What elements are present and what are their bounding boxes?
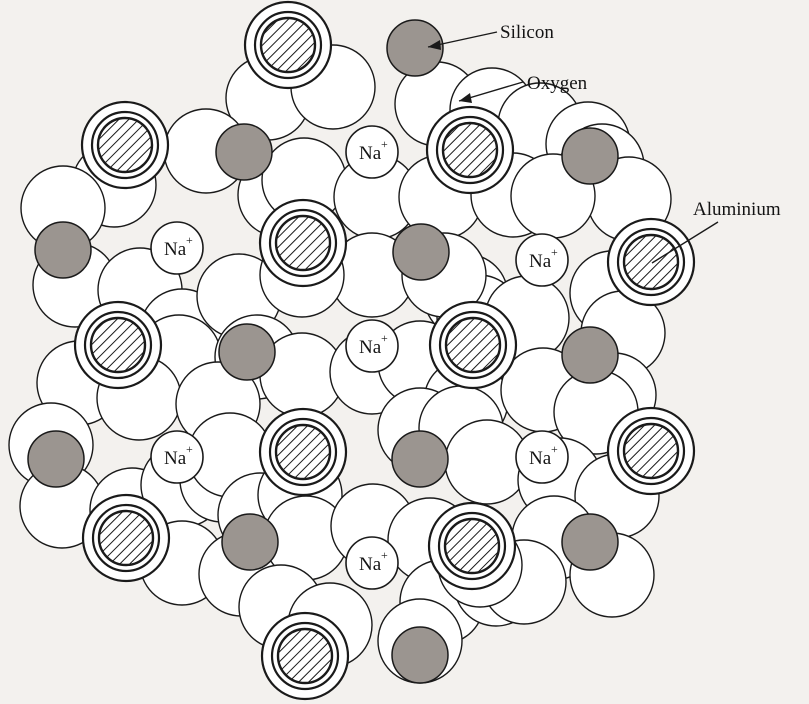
shaded-oxygen-layer bbox=[27, 19, 619, 684]
sodium-ion-charge: + bbox=[551, 245, 558, 259]
sodium-ion-circle bbox=[150, 221, 204, 275]
oxygen-pointer-arrowhead bbox=[459, 93, 472, 103]
hatched-atom-core bbox=[96, 116, 154, 174]
sodium-ion-charge: + bbox=[551, 442, 558, 456]
shaded-oxygen-atom bbox=[392, 223, 450, 281]
sodium-ion-label: Na bbox=[529, 448, 552, 469]
sodium-ion: Na+ bbox=[150, 221, 204, 275]
hatched-atom-core bbox=[444, 316, 502, 374]
shaded-oxygen-atom bbox=[391, 626, 449, 684]
sodium-ion-charge: + bbox=[186, 442, 193, 456]
sodium-ion-label: Na bbox=[164, 448, 187, 469]
silicon-label: Silicon bbox=[500, 22, 554, 43]
hatched-atom-core bbox=[274, 423, 332, 481]
hatched-atom-core bbox=[443, 517, 501, 575]
hatched-atom-core bbox=[622, 233, 680, 291]
sodium-ion-circle bbox=[345, 125, 399, 179]
hatched-atom-core bbox=[276, 627, 334, 685]
shaded-oxygen-atom bbox=[386, 19, 444, 77]
sodium-ion-circle bbox=[345, 319, 399, 373]
sodium-ion-circle bbox=[515, 233, 569, 287]
sodium-ion-label: Na bbox=[359, 554, 382, 575]
shaded-oxygen-atom bbox=[27, 430, 85, 488]
hatched-atom-core bbox=[89, 316, 147, 374]
hatched-atom-core bbox=[274, 214, 332, 272]
sodium-ion-charge: + bbox=[186, 233, 193, 247]
sodium-ion-circle bbox=[150, 430, 204, 484]
silicon-pointer-arrowhead bbox=[428, 40, 441, 50]
sodium-ion-circle bbox=[515, 430, 569, 484]
sodium-ion-charge: + bbox=[381, 331, 388, 345]
shaded-oxygen-atom bbox=[34, 221, 92, 279]
sodium-ion: Na+ bbox=[345, 319, 399, 373]
hatched-atom-core bbox=[97, 509, 155, 567]
aluminium-label: Aluminium bbox=[693, 199, 781, 220]
shaded-oxygen-atom bbox=[561, 513, 619, 571]
sodium-ion-label: Na bbox=[359, 143, 382, 164]
sodium-ion: Na+ bbox=[345, 536, 399, 590]
sodium-ion: Na+ bbox=[150, 430, 204, 484]
shaded-oxygen-atom bbox=[561, 326, 619, 384]
shaded-oxygen-atom bbox=[215, 123, 273, 181]
aluminium-pointer-line bbox=[651, 221, 719, 264]
sodium-ion-label: Na bbox=[359, 337, 382, 358]
sodium-ion-charge: + bbox=[381, 137, 388, 151]
sodium-ion-circle bbox=[345, 536, 399, 590]
hatched-atom-core bbox=[622, 422, 680, 480]
sodium-ion-charge: + bbox=[381, 548, 388, 562]
hatched-atom-core bbox=[441, 121, 499, 179]
sodium-ion: Na+ bbox=[515, 430, 569, 484]
sodium-ion: Na+ bbox=[515, 233, 569, 287]
shaded-oxygen-atom bbox=[391, 430, 449, 488]
shaded-oxygen-atom bbox=[561, 127, 619, 185]
sodium-ion-layer: Na+Na+Na+Na+Na+Na+Na+ bbox=[150, 125, 569, 590]
label-layer: Silicon Oxygen Aluminium bbox=[427, 22, 781, 264]
oxygen-label: Oxygen bbox=[527, 73, 588, 94]
sodium-ion-label: Na bbox=[529, 251, 552, 272]
sodium-ion: Na+ bbox=[345, 125, 399, 179]
sodium-ion-label: Na bbox=[164, 239, 187, 260]
hatched-atom-layer bbox=[73, 0, 696, 701]
hatched-atom-core bbox=[259, 16, 317, 74]
shaded-oxygen-atom bbox=[221, 513, 279, 571]
shaded-oxygen-atom bbox=[218, 323, 276, 381]
